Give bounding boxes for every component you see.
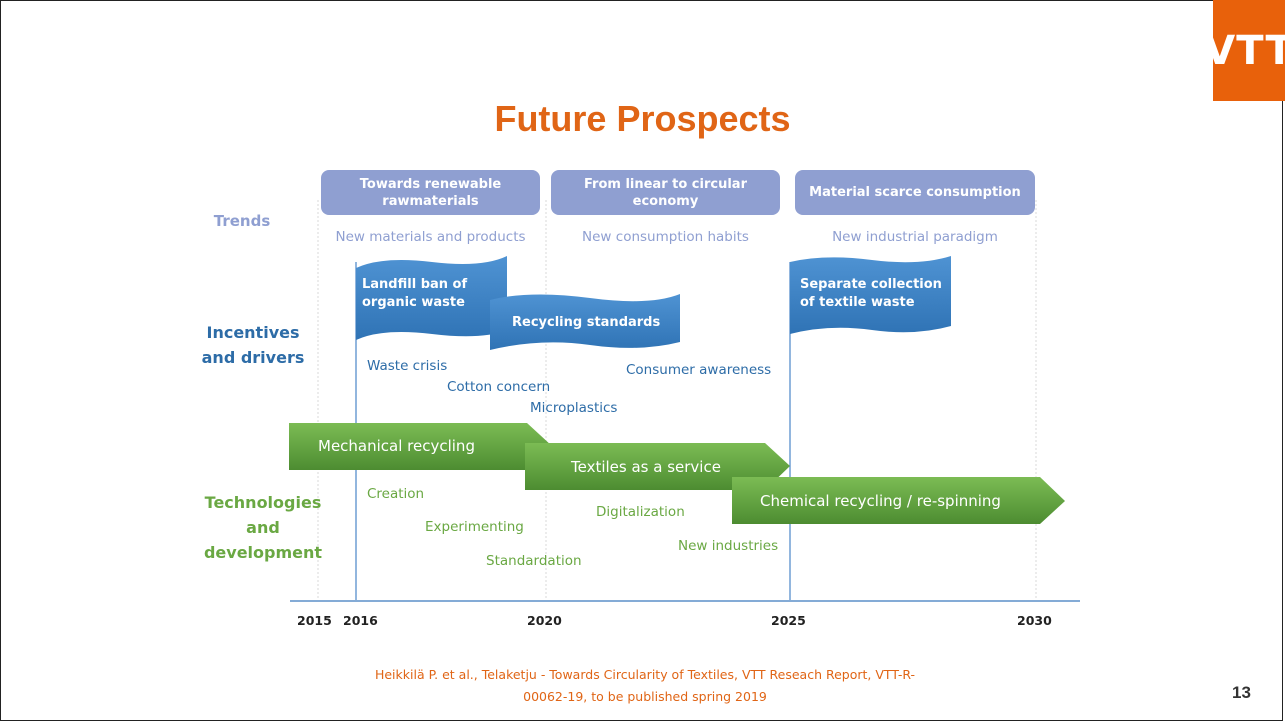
citation: Heikkilä P. et al., Telaketju - Towards … xyxy=(290,664,1000,708)
page-number: 13 xyxy=(1232,683,1251,702)
driver-cotton-concern: Cotton concern xyxy=(447,379,551,395)
trend-sub-scarce: New industrial paradigm xyxy=(832,229,998,245)
banner-recycling-standards xyxy=(490,294,680,350)
banner-label-collection: Separate collection of textile waste xyxy=(800,277,942,310)
trend-sub-renewable: New materials and products xyxy=(335,229,526,245)
arrow-chemical-recycling xyxy=(732,477,1065,524)
tech-note-experimenting: Experimenting xyxy=(425,519,524,535)
banner-landfill-ban xyxy=(356,256,507,340)
trend-box-scarce: Material scarce consumption xyxy=(795,170,1035,215)
banner-label-landfill: Landfill ban of organic waste xyxy=(362,277,468,310)
row-label-technologies: Technologies and development xyxy=(203,493,323,562)
tech-note-new-industries: New industries xyxy=(678,538,779,554)
row-label-incentives: Incentives and drivers xyxy=(201,323,305,367)
arrow-label-mechanical: Mechanical recycling xyxy=(318,437,475,455)
year-label-2016: 2016 xyxy=(343,613,378,628)
vtt-logo: VTT xyxy=(1204,0,1285,101)
slide-title: Future Prospects xyxy=(494,98,791,139)
driver-consumer-awareness: Consumer awareness xyxy=(626,362,772,378)
banner-separate-collection xyxy=(790,256,951,334)
citation-line-2: 00062-19, to be published spring 2019 xyxy=(523,689,767,704)
row-label-trends: Trends xyxy=(213,212,271,230)
tech-note-digitalization: Digitalization xyxy=(596,504,685,520)
citation-line-1: Heikkilä P. et al., Telaketju - Towards … xyxy=(374,667,916,682)
tech-note-standardation: Standardation xyxy=(486,553,582,569)
driver-waste-crisis: Waste crisis xyxy=(367,358,448,374)
year-label-2030: 2030 xyxy=(1017,613,1052,628)
arrow-label-chemical: Chemical recycling / re-spinning xyxy=(760,492,1001,510)
arrow-label-service: Textiles as a service xyxy=(571,458,721,476)
driver-microplastics: Microplastics xyxy=(530,400,618,416)
tech-note-creation: Creation xyxy=(367,486,425,502)
trend-sub-circular: New consumption habits xyxy=(582,229,749,245)
trend-box-renewable: Towards renewable rawmaterials xyxy=(321,170,540,215)
year-label-2015: 2015 xyxy=(297,613,332,628)
year-label-2020: 2020 xyxy=(527,613,562,628)
trend-box-circular: From linear to circular economy xyxy=(551,170,780,215)
arrow-textiles-service xyxy=(525,443,790,490)
year-label-2025: 2025 xyxy=(771,613,806,628)
banner-label-recycling: Recycling standards xyxy=(512,315,661,330)
arrow-mechanical-recycling xyxy=(289,423,552,470)
